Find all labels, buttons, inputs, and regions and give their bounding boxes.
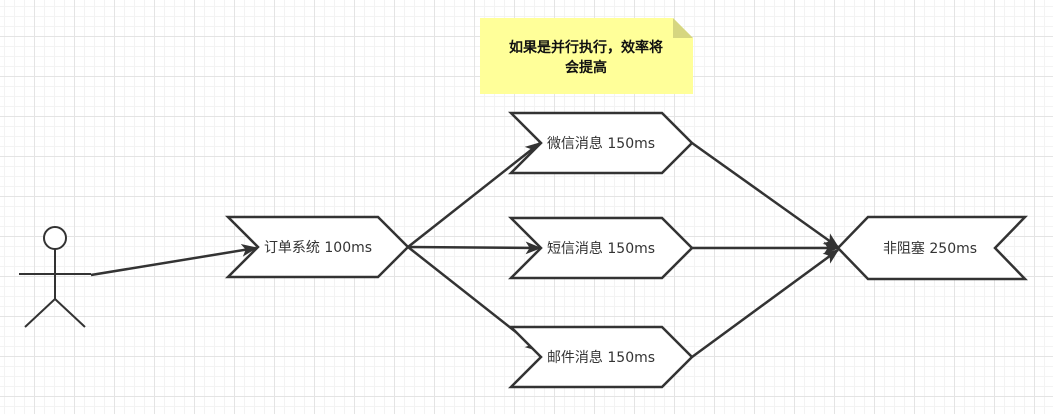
stick-figure-actor-icon	[19, 226, 91, 328]
note-fold-corner	[673, 18, 693, 38]
note-line-2: 会提高	[565, 59, 607, 76]
edge-email-to-nonblocking	[691, 248, 840, 359]
node-order-system[interactable]: 订单系统 100ms	[224, 215, 410, 279]
node-nonblocking-label: 非阻塞 250ms	[883, 240, 977, 257]
edge-actor-to-order	[90, 244, 258, 277]
edges	[90, 141, 840, 359]
note-line-1: 如果是并行执行，效率将	[509, 39, 663, 56]
node-nonblocking[interactable]: 非阻塞 250ms	[836, 215, 1028, 281]
note-shape	[480, 18, 693, 94]
node-sms-message-label: 短信消息 150ms	[547, 240, 655, 257]
node-order-system-label: 订单系统 100ms	[264, 240, 372, 256]
node-email-message-label: 邮件消息 150ms	[547, 349, 655, 366]
edge-wechat-to-nonblocking	[691, 141, 840, 249]
note-box: 如果是并行执行，效率将 会提高	[480, 18, 693, 94]
node-email-message[interactable]: 邮件消息 150ms	[507, 325, 694, 389]
node-wechat-message-label: 微信消息 150ms	[547, 135, 655, 152]
edge-order-to-wechat	[407, 142, 542, 248]
node-wechat-message[interactable]: 微信消息 150ms	[507, 111, 694, 175]
edge-order-to-sms	[407, 241, 542, 255]
node-sms-message[interactable]: 短信消息 150ms	[507, 216, 694, 280]
